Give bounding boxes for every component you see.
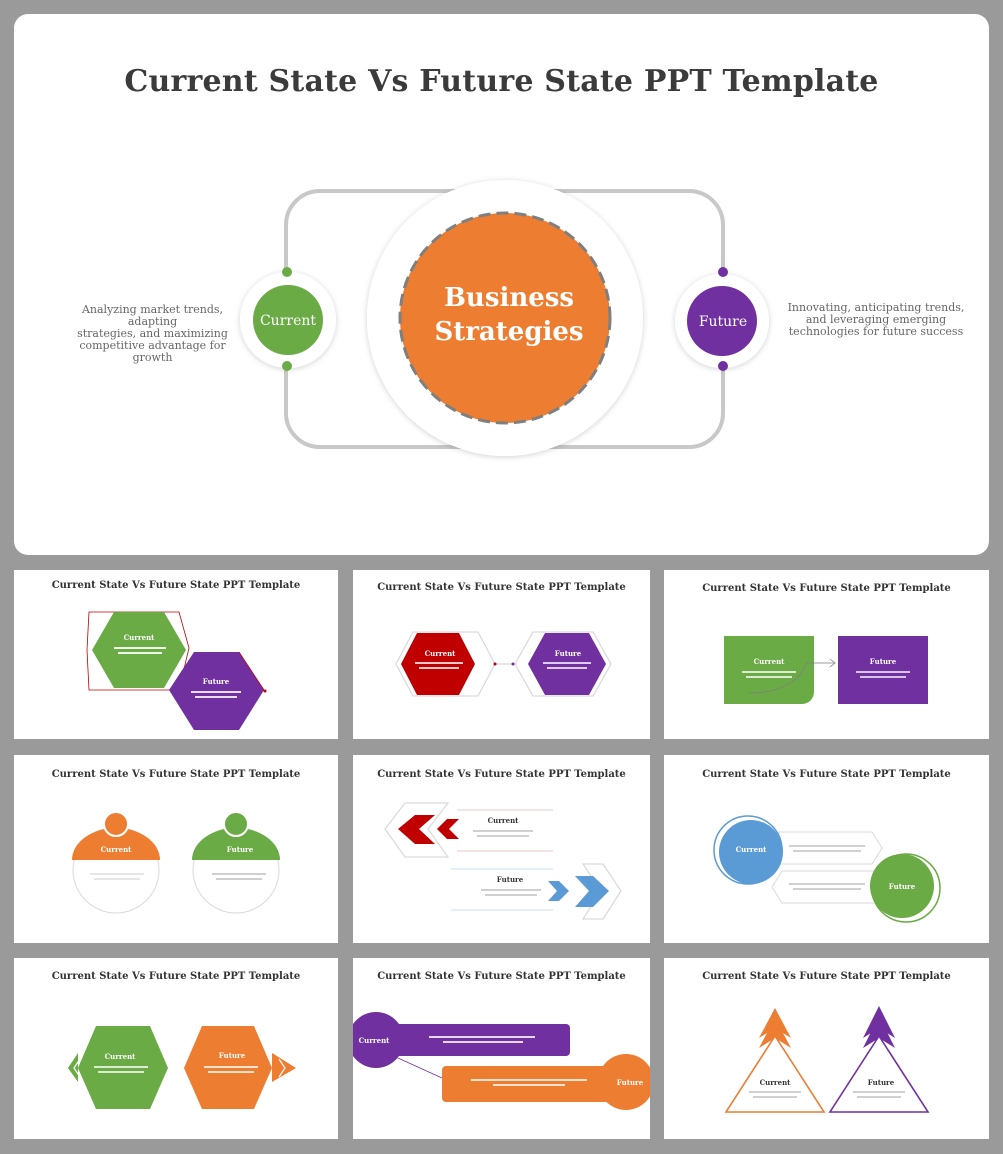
current-dot-bottom [282,361,292,371]
center-text-line1: Business [444,283,574,313]
svg-text:Current: Current [124,633,156,642]
thumbnail-domes[interactable]: Current State Vs Future State PPT Templa… [14,755,338,943]
thumbnail-title: Current State Vs Future State PPT Templa… [702,583,951,594]
current-description: Analyzing market trends, adapting strate… [77,303,228,364]
svg-text:Current: Current [754,657,786,666]
thumbnail-chevrons[interactable]: Current State Vs Future State PPT Templa… [353,755,650,943]
thumbnail-graphic: Current Future [68,1026,296,1109]
svg-text:Current: Current [101,845,133,854]
thumbnail-title: Current State Vs Future State PPT Templa… [51,971,301,982]
svg-text:Current: Current [105,1052,137,1061]
center-circle [398,211,612,425]
thumbnail-title: Current State Vs Future State PPT Templa… [377,971,626,982]
svg-text:Future: Future [868,1078,895,1087]
svg-text:Current: Current [359,1036,391,1045]
thumbnail-graphic: Current Future [86,611,267,730]
future-node [687,286,757,356]
thumbnail-graphic: Current Future [72,811,280,914]
future-dot-top [718,267,728,277]
center-text-line2: Strategies [434,317,583,347]
svg-text:Current: Current [736,845,768,854]
thumbnail-hexagon-arrows[interactable]: Current State Vs Future State PPT Templa… [14,958,338,1139]
svg-text:Future: Future [497,875,524,884]
business-strategies-diagram: Business Strategies Current Future [240,180,769,456]
thumbnail-title: Current State Vs Future State PPT Templa… [377,769,626,780]
future-node-label: Future [699,314,747,330]
thumbnail-graphic: Current Future [353,1012,650,1110]
thumbnail-graphic: Current Future [724,1006,930,1113]
current-node [253,285,323,355]
svg-text:Current: Current [760,1078,792,1087]
thumbnail-circles-tags[interactable]: Current State Vs Future State PPT Templa… [664,755,989,943]
future-description: Innovating, anticipating trends, and lev… [787,301,965,338]
thumbnail-title: Current State Vs Future State PPT Templa… [702,769,951,780]
svg-text:Future: Future [889,882,916,891]
thumbnail-hexagon-pair[interactable]: Current State Vs Future State PPT Templa… [353,570,650,739]
svg-text:Future: Future [870,657,897,666]
svg-text:Future: Future [555,649,582,658]
thumbnail-title: Current State Vs Future State PPT Templa… [702,971,951,982]
future-dot-bottom [718,361,728,371]
main-slide-preview[interactable]: Current State Vs Future State PPT Templa… [14,14,989,555]
current-dot-top [282,267,292,277]
thumbnail-graphic: Current Future [713,815,941,923]
thumbnail-title: Current State Vs Future State PPT Templa… [51,580,301,591]
svg-text:Future: Future [203,677,230,686]
thumbnail-title: Current State Vs Future State PPT Templa… [377,582,626,593]
thumbnail-triangles[interactable]: Current State Vs Future State PPT Templa… [664,958,989,1139]
thumbnail-graphic: Current Future [395,631,612,697]
thumbnail-boxes-arrow[interactable]: Current State Vs Future State PPT Templa… [664,570,989,739]
thumbnail-bars[interactable]: Current State Vs Future State PPT Templa… [353,958,650,1139]
main-slide-title: Current State Vs Future State PPT Templa… [124,64,879,99]
svg-text:Current: Current [425,649,457,658]
current-node-label: Current [260,313,316,329]
svg-text:Future: Future [617,1078,644,1087]
thumbnail-hexagon-diagonal[interactable]: Current State Vs Future State PPT Templa… [14,570,338,739]
thumbnail-title: Current State Vs Future State PPT Templa… [51,769,301,780]
svg-text:Future: Future [227,845,254,854]
svg-text:Current: Current [488,816,520,825]
thumbnail-graphic: Current Future [724,636,928,704]
svg-text:Future: Future [219,1051,246,1060]
thumbnail-graphic: Current Future [384,802,622,920]
